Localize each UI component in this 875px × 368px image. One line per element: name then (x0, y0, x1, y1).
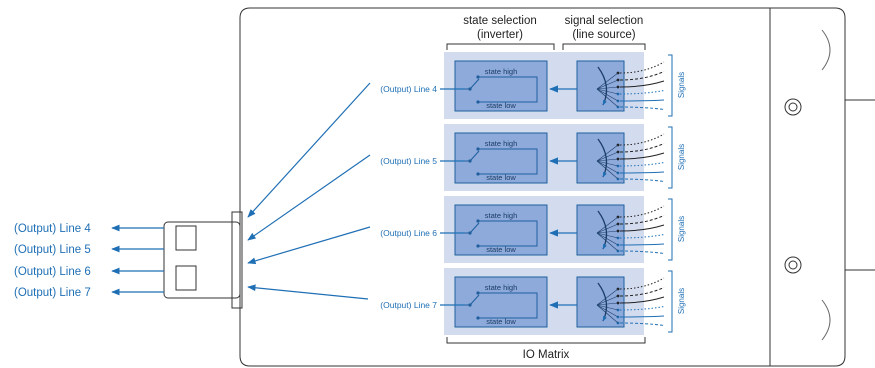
signal-line (619, 277, 665, 290)
signals-bracket (668, 126, 673, 189)
matrix-row: state high state low Signals (Output) Line … (247, 196, 686, 265)
line-to-connector-arrow (247, 226, 371, 265)
signal-line (619, 315, 665, 318)
inverter-block (454, 204, 548, 256)
signal-selection-subtitle: (line source) (572, 29, 635, 41)
inner-output-label: (Output) Line 6 (380, 228, 437, 238)
line-to-connector-arrow (247, 82, 371, 218)
signals-bracket (668, 198, 673, 261)
signal-line (619, 162, 665, 167)
inner-output-label: (Output) Line 5 (380, 156, 437, 166)
state-high-label: state high (485, 139, 518, 148)
state-selection-subtitle: (inverter) (477, 29, 523, 41)
state-low-label: state low (486, 317, 516, 326)
signals-label: Signals (677, 288, 686, 314)
signals-label: Signals (677, 216, 686, 242)
signal-line (619, 287, 665, 297)
io-matrix-label: IO Matrix (523, 349, 570, 361)
external-output-label: (Output) Line 7 (14, 287, 91, 299)
io-matrix-bracket (446, 337, 646, 344)
signal-line (619, 90, 665, 95)
line-to-connector-arrow (247, 284, 369, 300)
signal-line (619, 61, 665, 74)
signal-line (619, 322, 665, 326)
inverter-block (454, 132, 548, 184)
state-low-label: state low (486, 101, 516, 110)
signal-line (619, 152, 665, 160)
signal-line (619, 80, 665, 88)
external-output: (Output) Line 6 (14, 266, 164, 278)
state-selection-bracket (446, 43, 555, 50)
device-housing (239, 7, 875, 367)
inverter-block (454, 276, 548, 328)
signal-line (619, 250, 665, 254)
state-high-label: state high (485, 67, 518, 76)
state-high-label: state high (485, 283, 518, 292)
inner-output-label: (Output) Line 7 (380, 300, 437, 310)
selector-arrow-icon (597, 138, 608, 178)
state-selection-title: state selection (463, 15, 537, 27)
signal-line (619, 234, 665, 239)
signal-line (619, 71, 665, 81)
signal-line (619, 133, 665, 146)
signals-label: Signals (677, 72, 686, 98)
inner-output-label: (Output) Line 4 (380, 84, 437, 94)
selector-arrow-icon (597, 282, 608, 322)
signal-line (619, 205, 665, 218)
signal-line (619, 306, 665, 311)
matrix-row: state high state low Signals (Output) Line … (247, 268, 686, 335)
signals-bracket (668, 54, 673, 117)
line-to-connector-arrow (247, 154, 371, 241)
selector-arrow-icon (597, 66, 608, 106)
external-output: (Output) Line 5 (14, 244, 164, 256)
external-output-label: (Output) Line 6 (14, 266, 91, 278)
external-output: (Output) Line 7 (14, 287, 164, 299)
state-low-label: state low (486, 173, 516, 182)
signal-line (619, 178, 665, 182)
signal-line (619, 243, 665, 246)
external-output-label: (Output) Line 5 (14, 244, 91, 256)
signals-label: Signals (677, 144, 686, 170)
external-output-label: (Output) Line 4 (14, 223, 91, 235)
signal-line (619, 106, 665, 110)
signal-selection-bracket (562, 43, 646, 50)
signal-line (619, 171, 665, 174)
mounting-screw-icon (784, 98, 802, 274)
signal-line (619, 143, 665, 153)
external-output: (Output) Line 4 (14, 223, 164, 235)
signal-line (619, 224, 665, 232)
selector-arrow-icon (597, 210, 608, 250)
state-high-label: state high (485, 211, 518, 220)
signal-line (619, 296, 665, 304)
output-connector (163, 211, 243, 309)
signal-line (619, 215, 665, 225)
state-low-label: state low (486, 245, 516, 254)
signals-bracket (668, 270, 673, 333)
inverter-block (454, 60, 548, 112)
signal-line (619, 99, 665, 102)
signal-selection-title: signal selection (565, 15, 644, 27)
